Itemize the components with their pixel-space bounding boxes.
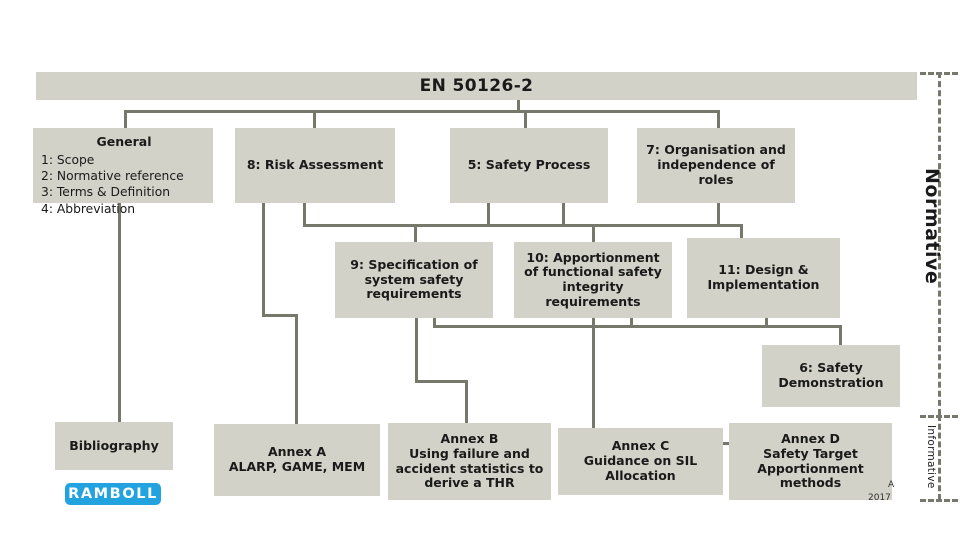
connector-apportionment-down-right [630,318,633,328]
connector-risk-to-annexa-v1 [262,203,265,317]
box-general-heading: General [96,134,152,149]
box-risk-assessment-line-1: 8: Risk Assessment [246,157,384,173]
connector-to-design-implementation [740,224,743,242]
connector-apportionment-to-annexes-v [592,318,595,444]
box-design-line-2: Implementation [707,277,820,292]
label-normative: Normative [921,168,943,285]
connector-spec-to-annexb-h [415,380,468,383]
box-annex-a-line-1: Annex A [267,444,327,460]
connector-row3-bus [433,325,842,328]
connector-risk-to-annexa-v2 [295,314,298,424]
connector-row1-bus [124,110,720,113]
box-general-item-3: 3: Terms & Definition [41,185,171,200]
connector-row3-bus-leftend [433,318,436,328]
connector-to-specification [414,224,417,242]
box-general-item-2: 2: Normative reference [41,168,184,183]
title-bar-en-50126-2: EN 50126-2 [36,72,917,100]
box-annex-d-line-2: Safety Target [763,445,858,461]
connector-safety-process-down-right [562,203,565,227]
connector-risk-down-left [303,203,306,227]
box-annex-b-line-3: accident statistics to [395,460,544,476]
box-safety-demonstration: 6: Safety Demonstration [762,345,900,407]
connector-design-down [765,318,768,328]
box-organisation-independence-roles: 7: Organisation and independence of role… [637,128,795,203]
box-specification-line-1: 9: Specification of [350,256,478,272]
box-specification-line-2: system safety [364,271,464,287]
box-general-item-1: 1: Scope [41,152,95,167]
connector-to-organisation [717,110,720,128]
box-apportionment-functional-safety-integrity-requirements: 10: Apportionment of functional safety i… [514,242,672,318]
box-annex-b-line-2: Using failure and [409,445,530,461]
box-apportionment-line-1: 10: Apportionment [526,249,660,265]
box-general: General 1: Scope 2: Normative reference … [33,128,213,216]
connector-to-safety-demonstration [839,325,842,347]
label-informative: Informative [925,425,937,489]
box-annex-d-line-4: methods [779,475,842,491]
connector-title-stem [517,100,520,112]
bracket-informative-bottom [920,499,958,502]
box-apportionment-line-4: requirements [545,293,641,309]
box-annex-a-line-2: ALARP, GAME, MEM [228,459,366,474]
box-specification-system-safety-requirements: 9: Specification of system safety requir… [335,242,493,318]
connector-general-to-bibliography [118,203,121,422]
diagram-title: EN 50126-2 [419,75,534,96]
box-annex-c-line-1: Annex C [611,438,670,454]
box-specification-line-3: requirements [366,286,462,302]
connector-to-safety-process [524,110,527,128]
box-risk-assessment: 8: Risk Assessment [235,128,395,203]
box-design-line-1: 11: Design & [718,262,809,278]
box-safety-process-line-1: 5: Safety Process [467,157,591,173]
box-design-implementation: 11: Design & Implementation [687,238,840,318]
box-annex-b: Annex B Using failure and accident stati… [388,423,551,500]
connector-to-general [124,110,127,128]
connector-risk-to-annexa-h [262,314,298,317]
box-safety-demo-line-2: Demonstration [778,375,884,390]
box-safety-demo-line-1: 6: Safety [799,360,863,376]
box-safety-process: 5: Safety Process [450,128,608,203]
box-annex-d-line-1: Annex D [781,431,840,446]
box-apportionment-line-2: of functional safety [524,264,662,280]
connector-to-risk-assessment [313,110,316,128]
box-annex-b-line-4: derive a THR [424,475,515,491]
connector-row2-bus [303,224,743,227]
box-organisation-line-1: 7: Organisation and [646,142,786,158]
box-organisation-line-3: roles [698,171,734,187]
box-annex-d-line-3: Apportionment [757,460,864,476]
bracket-normative-spine [938,72,941,415]
box-bibliography: Bibliography [55,422,173,470]
box-annex-c-line-3: Allocation [605,467,676,483]
connector-safety-process-down-left [487,203,490,227]
box-annex-a: Annex A ALARP, GAME, MEM [214,424,380,496]
connector-to-apportionment [592,224,595,242]
box-annex-b-line-1: Annex B [440,431,499,446]
box-bibliography-line-1: Bibliography [69,437,159,453]
box-annex-c: Annex C Guidance on SIL Allocation [558,428,723,495]
connector-spec-down [415,318,418,382]
box-apportionment-line-3: integrity [562,279,624,294]
ramboll-logo: RAMBOLL [65,483,161,505]
box-organisation-line-2: independence of [657,157,775,173]
box-general-item-4: 4: Abbreviation [41,201,136,216]
connector-spec-to-annexb-v [465,380,468,423]
corner-mark: A [888,480,895,490]
box-annex-d: Annex D Safety Target Apportionment meth… [729,423,892,500]
connector-organisation-down [717,203,720,227]
corner-year: 2017 [868,493,891,503]
bracket-informative-spine [938,415,941,500]
box-annex-c-line-2: Guidance on SIL [583,453,698,469]
